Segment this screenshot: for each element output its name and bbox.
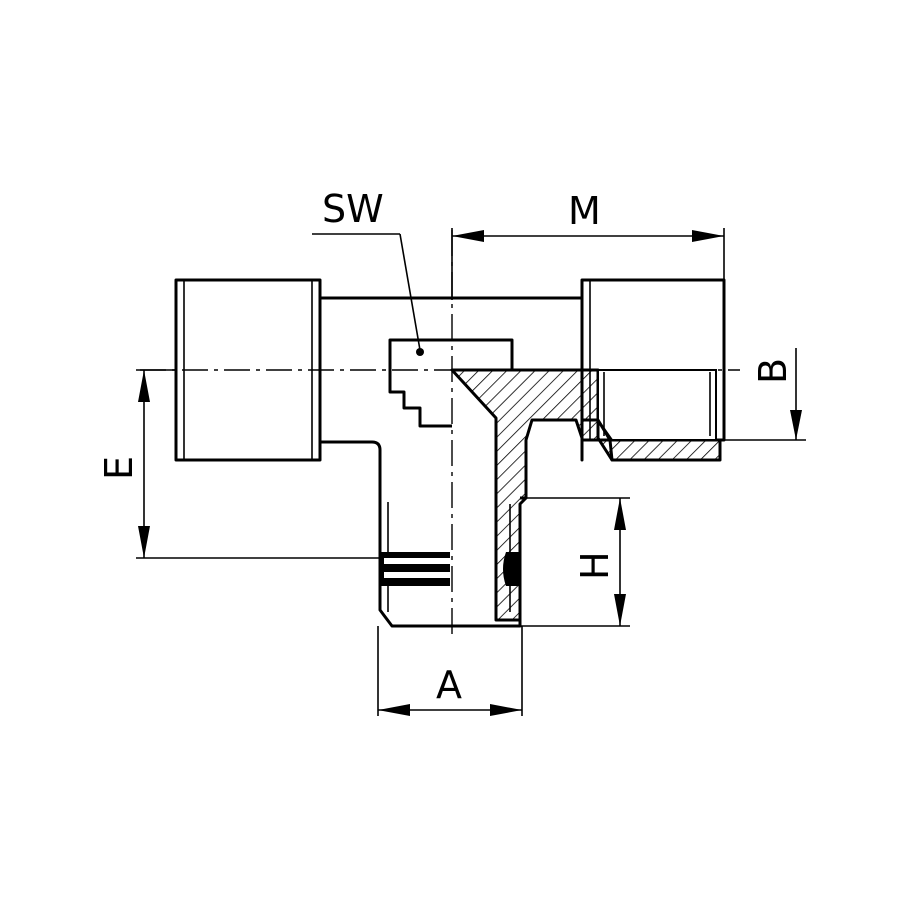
dimension-h: H [520,497,630,627]
dimension-a: A [377,626,523,716]
dimension-b: B [720,348,806,441]
bottom-stub [378,500,522,628]
label-m: M [568,189,601,233]
dimension-m: M [451,189,725,300]
label-b: B [751,358,795,384]
dimension-e: E [97,369,380,559]
label-e: E [97,456,141,480]
label-h: H [573,551,617,580]
section-hatch [450,368,722,622]
o-ring-seal [380,552,450,586]
inner-bore-step [388,338,514,428]
dimension-sw: SW [312,187,421,351]
label-sw: SW [322,187,384,231]
sw-leader-dot [416,348,424,356]
label-a: A [436,663,462,707]
